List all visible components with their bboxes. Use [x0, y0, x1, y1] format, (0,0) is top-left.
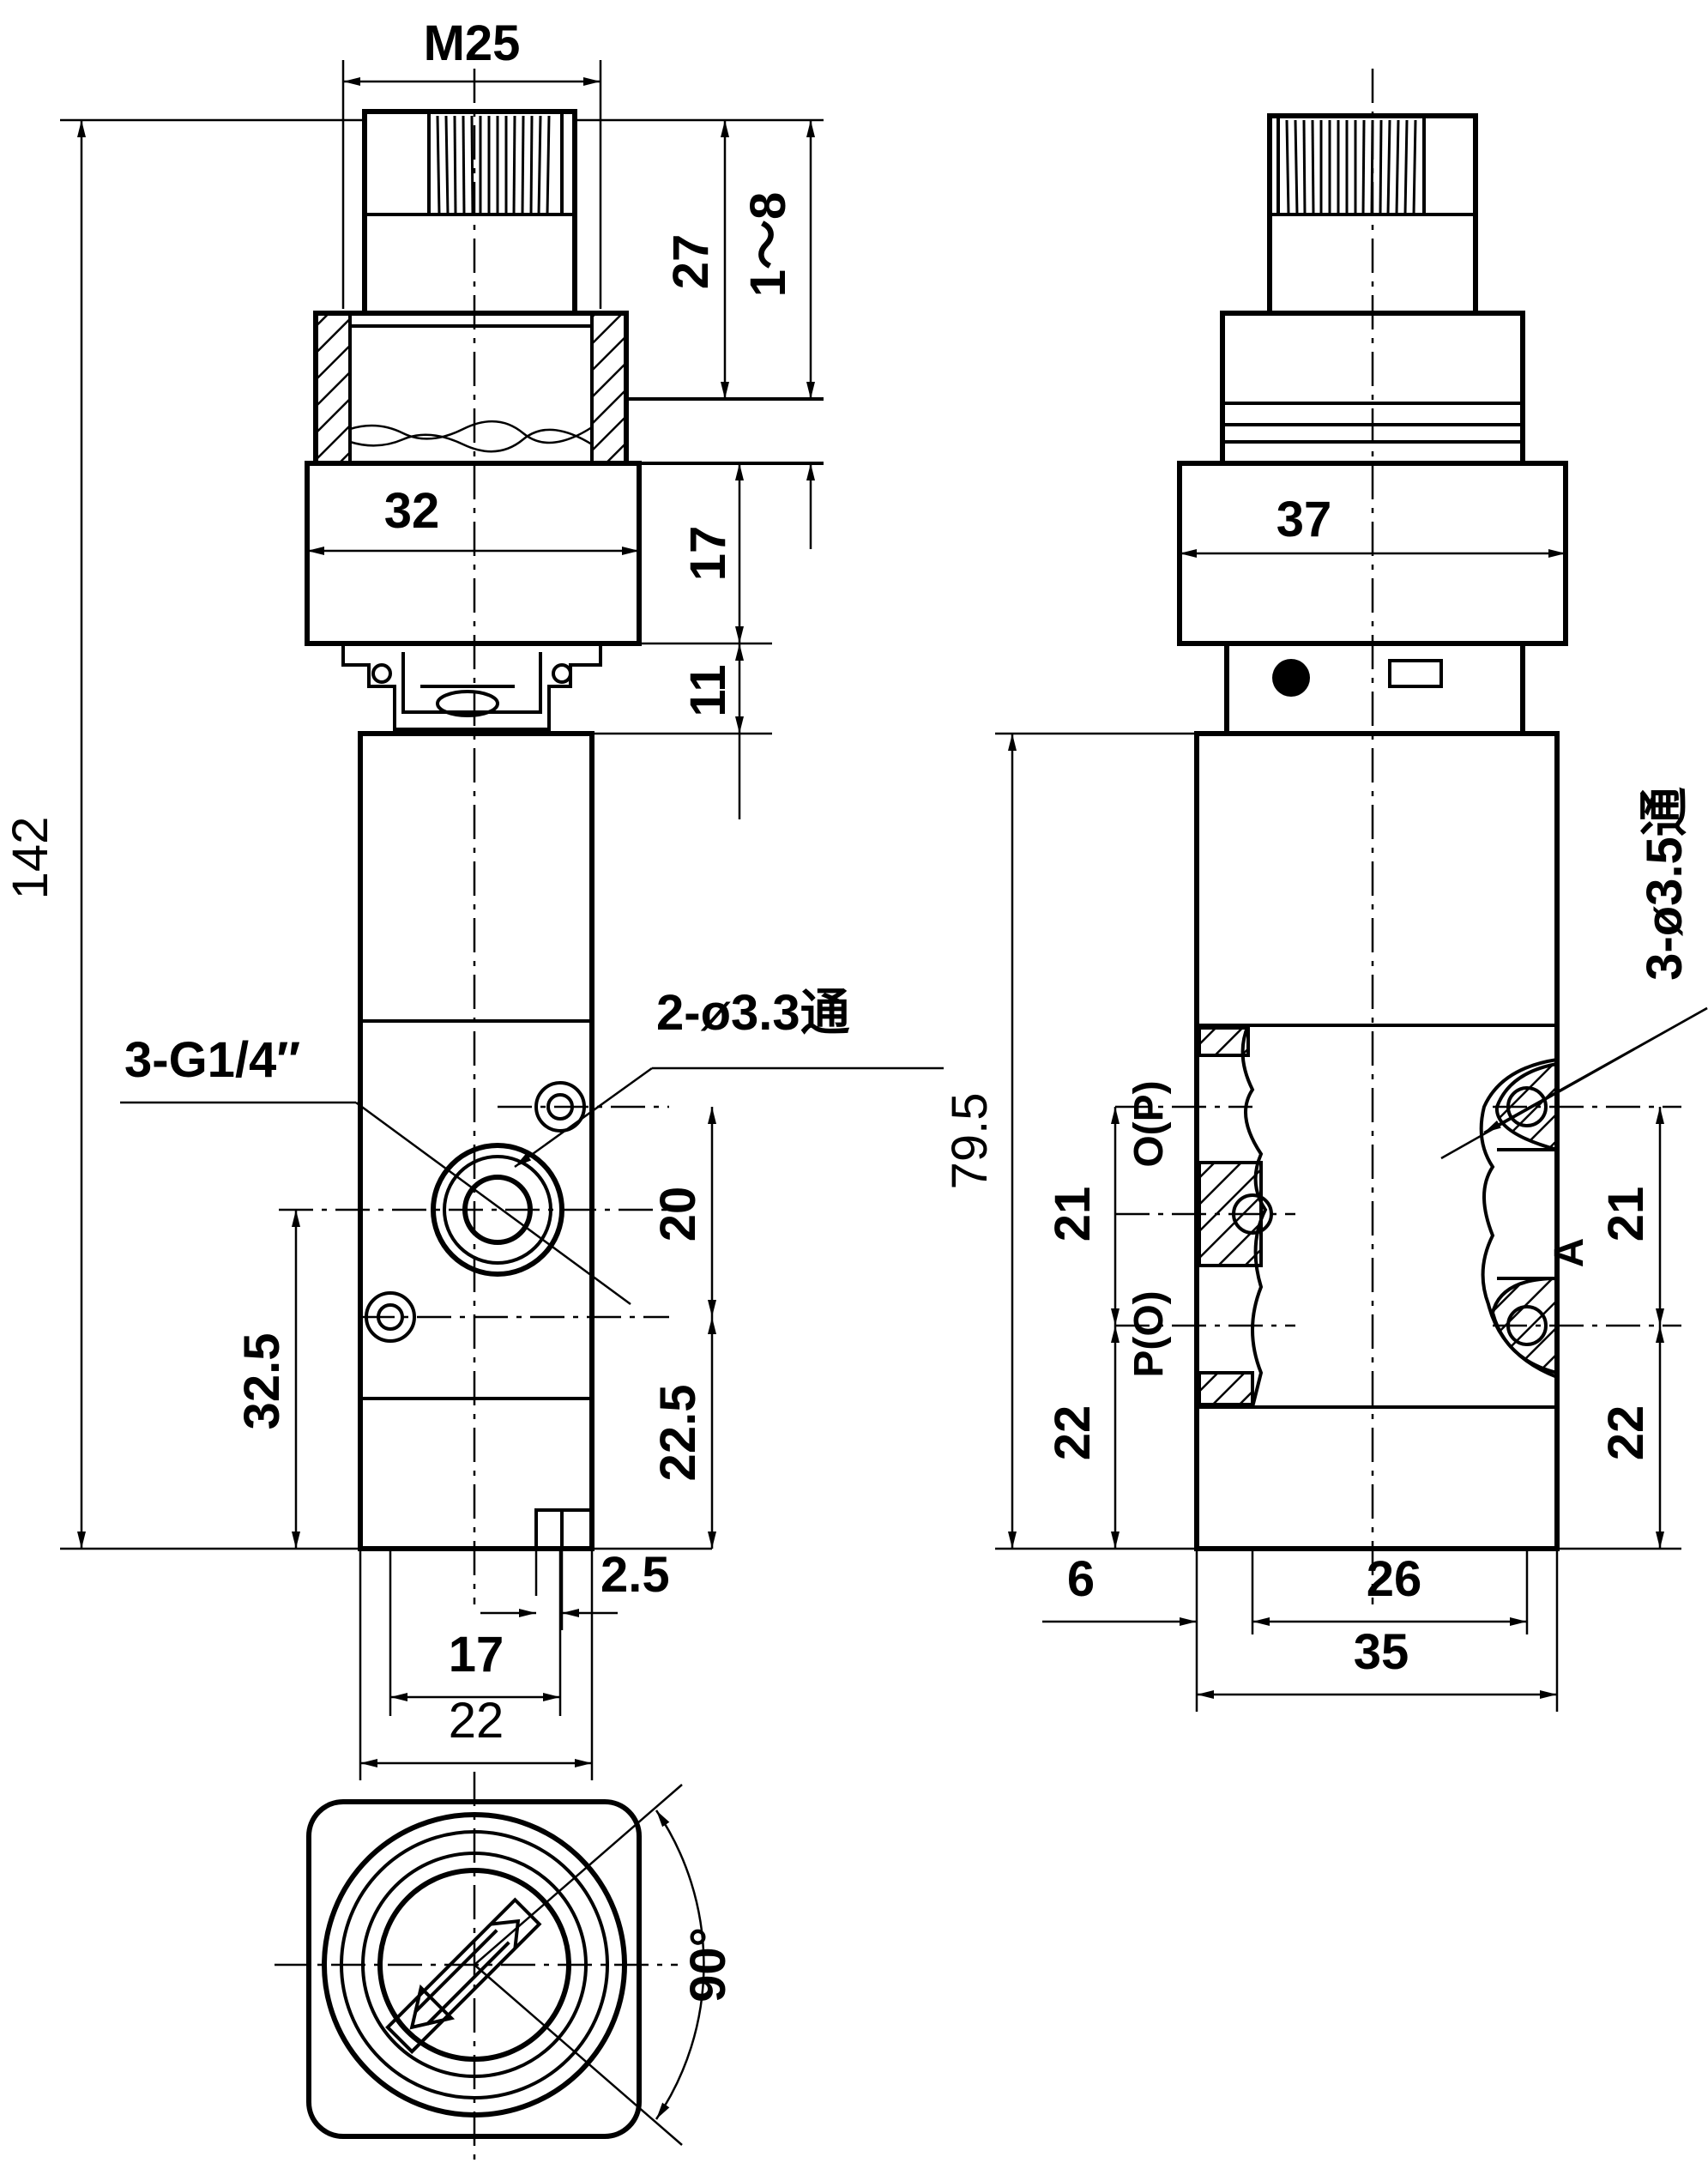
front-neck [341, 643, 602, 731]
side-body [1194, 731, 1560, 1551]
dim-adjust-range: 1～8 [740, 192, 796, 298]
dim-side-port-spacing-left: 21 [1045, 1187, 1101, 1242]
front-body [358, 731, 594, 1551]
callout-ports: 3-G1/4″ [124, 1032, 300, 1088]
side-view: 37 79.5 21 22 21 22 O(P) P(O) A 6 26 35 [942, 69, 1708, 1712]
dim-bottom-offset: 2.5 [601, 1547, 670, 1603]
dim-port-height: 32.5 [234, 1333, 290, 1430]
dim-overall-height: 142 [3, 817, 58, 900]
dim-rotation-angle: 90° [680, 1927, 736, 2003]
dim-thread: M25 [424, 15, 521, 71]
dim-side-port-spacing-right: 21 [1598, 1187, 1654, 1242]
dim-knob-height: 27 [663, 234, 719, 290]
front-knob-knurling [436, 115, 551, 215]
front-cap [313, 311, 824, 466]
side-nut [1177, 461, 1568, 646]
top-view: 90° [275, 1772, 736, 2162]
dim-neck-height: 11 [680, 664, 736, 716]
callout-side-holes: 3-ø3.5通 [1637, 787, 1693, 981]
dim-side-nut-width: 37 [1276, 492, 1332, 547]
dim-side-bottom-right: 22 [1598, 1405, 1654, 1461]
top-arrow-slot-icon [385, 1897, 542, 2054]
dim-nut-width: 32 [384, 483, 440, 539]
front-nut [305, 461, 642, 646]
dim-side-left-offset: 6 [1067, 1551, 1095, 1607]
label-port-lower: P(O) [1126, 1290, 1172, 1377]
side-neck [1224, 643, 1525, 736]
front-view: M25 142 27 1～8 32 17 11 20 22.5 32.5 [3, 15, 944, 1780]
dim-nut-height: 17 [680, 526, 736, 582]
dim-side-bottom-left: 22 [1045, 1405, 1101, 1461]
dim-lower-hole: 22.5 [650, 1385, 706, 1482]
label-port-upper: O(P) [1126, 1080, 1172, 1167]
dim-body-width: 22 [449, 1693, 504, 1749]
side-knob [1267, 113, 1478, 316]
callout-mounting-holes: 2-ø3.3通 [656, 985, 850, 1041]
dim-port-to-hole: 20 [650, 1187, 706, 1242]
side-knob-knurling [1285, 119, 1417, 215]
dim-side-hole-spacing: 26 [1367, 1551, 1422, 1607]
label-port-right: A [1547, 1238, 1592, 1268]
front-knob [362, 109, 577, 316]
dim-hole-spacing: 17 [449, 1627, 504, 1683]
dim-side-body-width: 35 [1354, 1624, 1409, 1680]
dim-side-body-height: 79.5 [942, 1093, 998, 1190]
